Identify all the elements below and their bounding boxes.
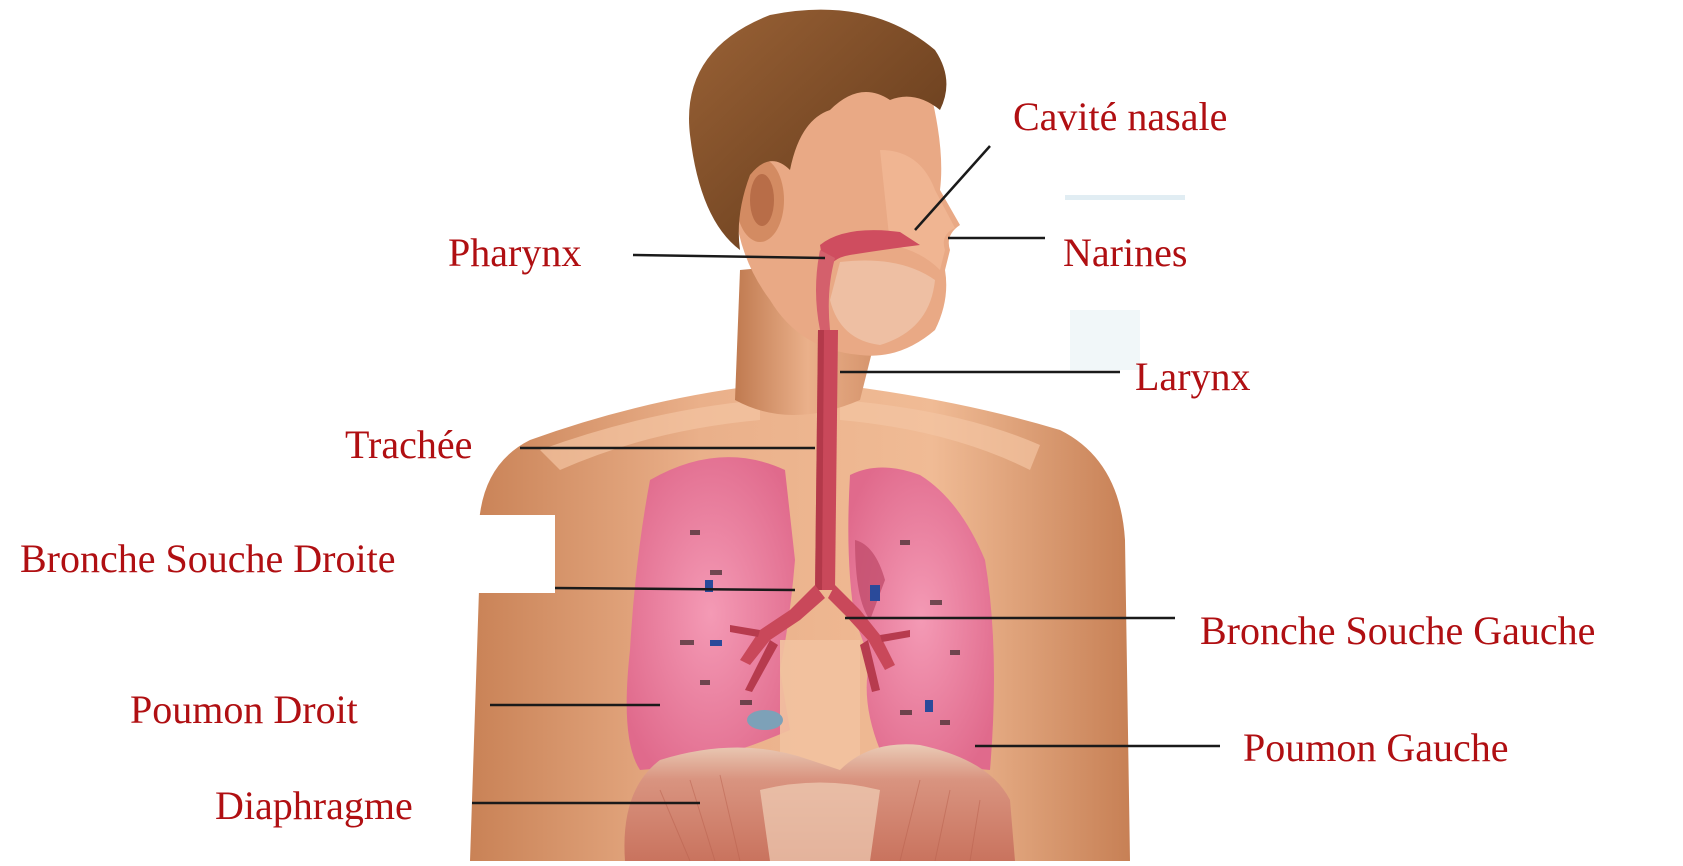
label-bronche-droite: Bronche Souche Droite bbox=[20, 537, 395, 581]
label-trachee: Trachée bbox=[345, 423, 472, 467]
label-poumon-gauche: Poumon Gauche bbox=[1243, 726, 1509, 770]
label-narines: Narines bbox=[1063, 231, 1187, 275]
label-larynx: Larynx bbox=[1135, 355, 1251, 399]
label-background-patch bbox=[455, 515, 555, 593]
label-pharynx: Pharynx bbox=[448, 231, 581, 275]
label-cavite-nasale: Cavité nasale bbox=[1013, 95, 1227, 139]
label-diaphragme: Diaphragme bbox=[215, 784, 413, 828]
label-poumon-droit: Poumon Droit bbox=[130, 688, 358, 732]
label-bronche-gauche: Bronche Souche Gauche bbox=[1200, 609, 1595, 653]
